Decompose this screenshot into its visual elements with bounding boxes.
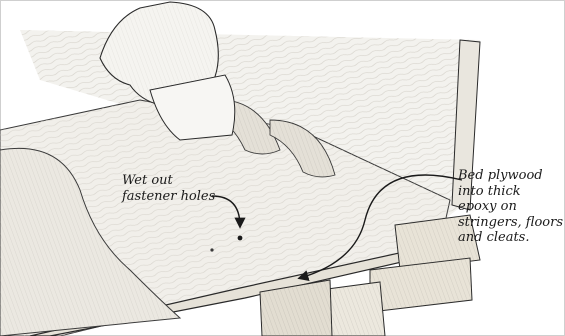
annotation-wet-out-fastener-holes: Wet out fastener holes — [122, 173, 215, 204]
annotation-line: fastener holes — [122, 189, 215, 205]
annotation-line: Wet out — [122, 173, 215, 189]
annotation-line: Bed plywood — [458, 168, 563, 184]
fastener-hole-1 — [238, 236, 243, 241]
annotation-line: epoxy on — [458, 199, 563, 215]
annotation-line: stringers, floors — [458, 215, 563, 231]
fastener-hole-2 — [210, 248, 213, 251]
annotation-bed-plywood: Bed plywood into thick epoxy on stringer… — [458, 168, 563, 246]
annotation-line: and cleats. — [458, 230, 563, 246]
annotation-line: into thick — [458, 184, 563, 200]
